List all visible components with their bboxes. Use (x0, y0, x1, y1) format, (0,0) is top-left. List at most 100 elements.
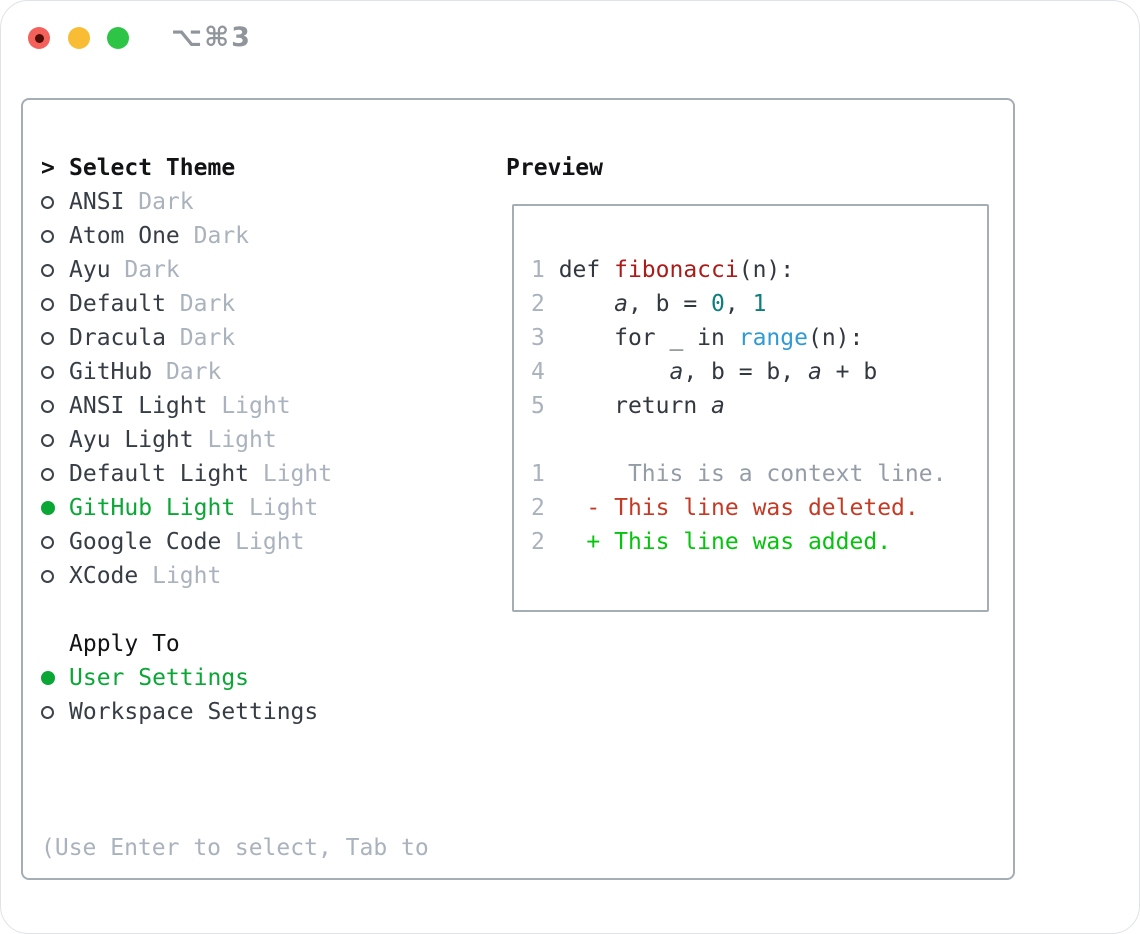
theme-name: Google Code (69, 529, 222, 555)
window-title: ⌥⌘3 (171, 22, 252, 53)
code-line: 2 + This line was added. (531, 525, 946, 559)
select-theme-header: >Select Theme (41, 151, 429, 185)
line-number: 5 (531, 393, 559, 419)
code-token: (n): (807, 325, 864, 351)
theme-variant: Dark (152, 359, 222, 385)
theme-name: Ayu (69, 257, 111, 283)
zoom-button[interactable] (107, 27, 129, 49)
theme-variant: Light (138, 563, 222, 589)
code-token: a (669, 359, 684, 385)
apply-option-label: User Settings (69, 665, 250, 691)
radio-unselected-icon (41, 195, 54, 209)
code-line: 4 a, b = b, a + b (531, 355, 946, 389)
theme-variant: Dark (124, 189, 194, 215)
close-button[interactable] (28, 27, 50, 49)
theme-name: Dracula (69, 325, 166, 351)
code-token: - This line was deleted. (558, 495, 919, 521)
cursor-prefix: > (41, 155, 55, 181)
code-token (559, 291, 614, 317)
theme-name: GitHub (69, 359, 153, 385)
radio-unselected-icon (41, 467, 54, 481)
code-token (559, 359, 670, 385)
code-token: a (807, 359, 822, 385)
theme-variant: Dark (179, 223, 250, 249)
theme-variant: Dark (110, 257, 180, 283)
line-number: 2 (531, 529, 559, 555)
theme-name: XCode (69, 563, 139, 589)
radio-unselected-icon (41, 535, 54, 549)
theme-name: GitHub Light (69, 495, 236, 521)
code-token: a (711, 393, 725, 419)
radio-unselected-icon (41, 569, 54, 583)
radio-selected-icon (41, 501, 55, 515)
theme-item-ayu[interactable]: Ayu Dark (41, 253, 429, 287)
theme-item-google-code[interactable]: Google Code Light (41, 525, 429, 559)
code-line: 1 def fibonacci(n): (531, 253, 946, 287)
theme-item-default[interactable]: Default Dark (41, 287, 429, 321)
code-line: 2 - This line was deleted. (531, 491, 946, 525)
radio-unselected-icon (41, 399, 54, 413)
theme-name: Ayu Light (69, 427, 194, 453)
preview-header: Preview (506, 155, 603, 181)
theme-item-default-light[interactable]: Default Light Light (41, 457, 429, 491)
code-line: 2 a, b = 0, 1 (531, 287, 946, 321)
code-token: 0 (711, 291, 725, 317)
hint-line-1: (Use Enter to select, Tab to (41, 835, 429, 861)
theme-variant: Dark (165, 291, 236, 317)
theme-name: ANSI (69, 189, 125, 215)
apply-option-workspace-settings[interactable]: Workspace Settings (41, 695, 429, 729)
hint-text: (Use Enter to select, Tab to change focu… (41, 763, 429, 933)
line-number: 2 (531, 291, 559, 317)
theme-variant: Light (235, 495, 319, 521)
code-token: , (724, 291, 753, 317)
theme-name: Atom One (69, 223, 180, 249)
radio-unselected-icon (41, 433, 54, 447)
theme-name: Default (69, 291, 166, 317)
theme-variant: Light (207, 393, 291, 419)
code-token: def (558, 257, 615, 283)
apply-option-user-settings[interactable]: User Settings (41, 661, 429, 695)
theme-item-ansi[interactable]: ANSI Dark (41, 185, 429, 219)
code-token: This is a context line. (558, 461, 947, 487)
theme-variant: Dark (165, 325, 236, 351)
code-line: 5 return a (531, 389, 946, 423)
code-line: 1 This is a context line. (531, 457, 946, 491)
radio-unselected-icon (41, 365, 54, 379)
code-blank-line (531, 423, 946, 457)
theme-item-dracula[interactable]: Dracula Dark (41, 321, 429, 355)
radio-unselected-icon (41, 705, 54, 719)
radio-unselected-icon (41, 263, 54, 277)
code-token: + b (821, 359, 878, 385)
apply-to-header: Apply To (69, 631, 180, 657)
line-number: 1 (531, 257, 559, 283)
line-number: 4 (531, 359, 559, 385)
theme-item-atom-one[interactable]: Atom One Dark (41, 219, 429, 253)
theme-item-github-light[interactable]: GitHub Light Light (41, 491, 429, 525)
theme-name: ANSI Light (69, 393, 208, 419)
theme-item-ayu-light[interactable]: Ayu Light Light (41, 423, 429, 457)
theme-item-ansi-light[interactable]: ANSI Light Light (41, 389, 429, 423)
code-token: 1 (752, 291, 767, 317)
line-number: 2 (531, 495, 559, 521)
theme-variant: Light (249, 461, 333, 487)
theme-variant: Light (221, 529, 305, 555)
line-number: 1 (531, 461, 559, 487)
theme-name: Default Light (69, 461, 250, 487)
code-line: 3 for _ in range(n): (531, 321, 946, 355)
code-token: + This line was added. (558, 529, 892, 555)
minimize-button[interactable] (68, 27, 90, 49)
code-token: return (558, 393, 712, 419)
theme-item-github[interactable]: GitHub Dark (41, 355, 429, 389)
code-token: for _ in (558, 325, 739, 351)
code-token: (n): (738, 257, 795, 283)
code-token: fibonacci (614, 257, 739, 283)
apply-option-label: Workspace Settings (69, 699, 319, 725)
code-token: , b = (627, 291, 712, 317)
theme-item-xcode[interactable]: XCode Light (41, 559, 429, 593)
